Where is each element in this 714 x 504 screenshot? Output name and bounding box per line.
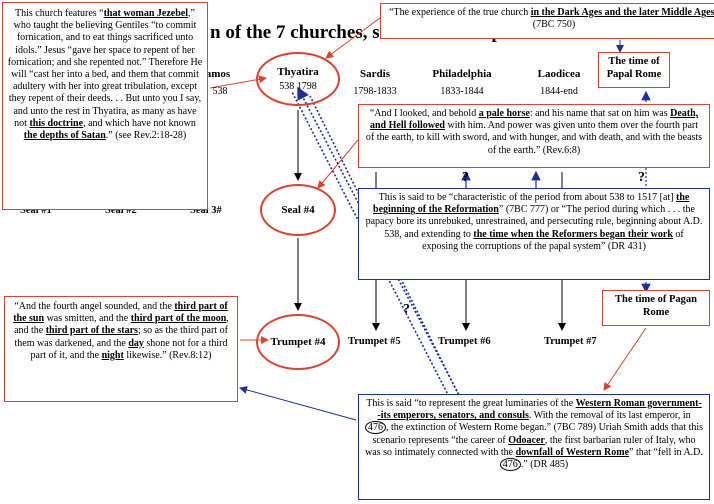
text: likewise.” (Rev.8:12) <box>123 349 212 361</box>
church-years: 1844-end <box>540 86 578 97</box>
trumpet-label: Trumpet #4 <box>270 336 326 348</box>
text: “And I looked, and behold <box>369 108 479 119</box>
text: 476 <box>499 458 521 472</box>
period-box: This is said to be “characteristic of th… <box>358 188 710 280</box>
papal-rome-label: The time of Papal Rome <box>598 52 670 88</box>
western-rome-box: This is said “to represent the great lum… <box>358 394 710 500</box>
text: in the Dark Ages and the later Middle Ag… <box>530 7 714 18</box>
seal-label: Seal #2 <box>105 205 137 216</box>
church-name: Sardis <box>360 68 390 80</box>
text: “And the fourth angel sounded, and the <box>14 301 175 312</box>
text: day <box>128 337 144 349</box>
church-name: Philadelphia <box>432 68 492 80</box>
jezebel-box: This church features “that woman Jezebel… <box>2 2 208 210</box>
text: 476 <box>365 421 386 435</box>
trumpet-label: Trumpet #7 <box>544 336 597 347</box>
trumpet-label: Trumpet #6 <box>438 336 491 347</box>
seal-label: Seal #4 <box>281 204 315 216</box>
question-mark: ? <box>403 302 410 317</box>
dark-ages-box: “The experience of the true church in th… <box>380 3 714 39</box>
text: , and the <box>14 313 229 337</box>
text: a pale horse <box>478 108 530 119</box>
church-name: Laodicea <box>537 68 581 80</box>
trumpet-4-ellipse: Trumpet #4 <box>256 314 340 370</box>
text: night <box>101 349 124 361</box>
seal-label: Seal 3# <box>190 205 222 216</box>
church-name: Thyatira <box>277 66 319 78</box>
text: This is said to be “characteristic of th… <box>378 192 677 203</box>
church-years: 538 <box>212 86 228 97</box>
text: of exposing the corruptions of the papal… <box>422 228 684 252</box>
text: ” (7BC 777) or “The period during which … <box>365 204 703 240</box>
text: ” that “fell in A.D. <box>629 446 703 458</box>
thyatira-ellipse: Thyatira 538 1798 <box>256 52 340 106</box>
text: : and his name that sat on him was <box>529 108 671 119</box>
text: ,” who taught the believing Gentiles “to… <box>7 8 203 129</box>
text: , the extinction of Western Rome began.”… <box>372 422 704 446</box>
text: downfall of Western Rome <box>515 446 630 458</box>
church-years: 1833-1844 <box>440 86 484 97</box>
text: third part of the stars <box>45 325 138 337</box>
trumpet-label: Trumpet #5 <box>348 336 401 347</box>
text: , the first barbarian ruler of Italy, wh… <box>365 434 696 458</box>
text: Odoacer <box>508 434 545 446</box>
text: third part of the moon <box>130 313 227 325</box>
question-mark: ? <box>638 170 645 185</box>
text: third part of the sun <box>13 301 228 325</box>
text: was smitten, and the <box>44 313 131 325</box>
question-mark: ? <box>462 170 469 185</box>
fourth-angel-box: “And the fourth angel sounded, and the t… <box>4 296 238 402</box>
seal-label: Seal #1 <box>20 205 52 216</box>
text: with him. And power was given unto them … <box>365 120 703 156</box>
text: Western Roman government--its emperors, … <box>377 398 702 422</box>
text: This church features “ <box>15 8 104 19</box>
pagan-rome-label: The time of Pagan Rome <box>602 290 710 326</box>
text: , and which have not known <box>83 117 196 129</box>
text: this doctrine <box>29 117 84 129</box>
text: the beginning of the Reformation <box>373 192 690 216</box>
text: “The experience of the true church <box>389 7 531 18</box>
pale-horse-box: “And I looked, and behold a pale horse: … <box>358 104 710 168</box>
text: This is said “to represent the great lum… <box>366 398 576 409</box>
text: shone not for a third part of it, and th… <box>30 337 228 361</box>
text: that woman Jezebel <box>103 8 189 19</box>
text: .” (see Rev.2:18-28) <box>105 130 187 142</box>
church-name: amos <box>205 68 231 80</box>
text: ” (7BC 750) <box>532 19 576 31</box>
text: the time when the Reformers began their … <box>473 228 673 240</box>
text: Death, and Hell followed <box>369 108 699 132</box>
text: the depths of Satan <box>23 130 106 142</box>
text: ; so as the third part of them was darke… <box>14 325 228 349</box>
church-years: 1798-1833 <box>353 86 397 97</box>
text: . With the removal of its last emperor, … <box>528 410 691 422</box>
seal-4-ellipse: Seal #4 <box>260 184 336 236</box>
text: .” (DR 485) <box>520 459 569 471</box>
church-years: 538 1798 <box>279 81 317 92</box>
